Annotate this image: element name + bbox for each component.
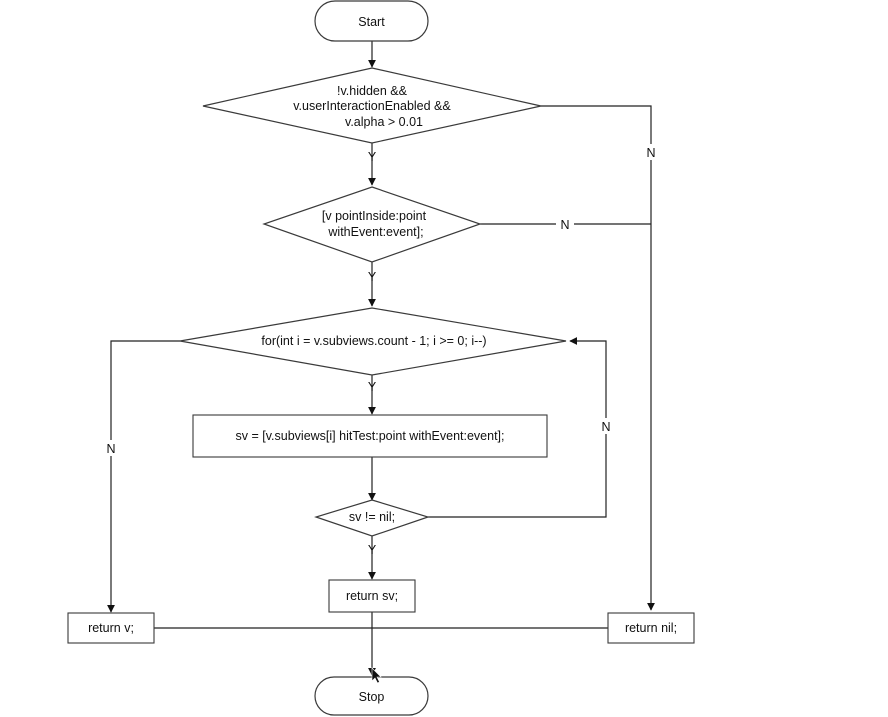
- hit-test-process: sv = [v.subviews[i] hitTest:point withEv…: [192, 414, 548, 458]
- label-no-visibility: N: [646, 146, 655, 160]
- subview-loop-label: for(int i = v.subviews.count - 1; i >= 0…: [261, 334, 486, 348]
- edge-visibility-no: [541, 105, 655, 611]
- subview-loop-decision: for(int i = v.subviews.count - 1; i >= 0…: [179, 307, 567, 376]
- return-sv-label: return sv;: [346, 589, 398, 603]
- return-v-label: return v;: [88, 621, 134, 635]
- visibility-line-1: !v.hidden &&: [337, 84, 408, 98]
- return-sv-process: return sv;: [328, 579, 416, 613]
- sv-not-nil-label: sv != nil;: [349, 510, 395, 524]
- point-inside-line-1: [v pointInside:point: [322, 209, 427, 223]
- visibility-line-3: v.alpha > 0.01: [345, 115, 423, 129]
- start-label: Start: [358, 15, 385, 29]
- label-yes-point-inside: Y: [368, 270, 377, 284]
- stop-terminal: Stop: [314, 676, 429, 716]
- label-yes-sv-check: Y: [368, 543, 377, 557]
- label-no-point-inside: N: [560, 218, 569, 232]
- label-no-loop: N: [106, 442, 115, 456]
- visibility-decision: !v.hidden && v.userInteractionEnabled &&…: [202, 67, 542, 144]
- stop-label: Stop: [359, 690, 385, 704]
- point-inside-decision: [v pointInside:point withEvent:event];: [262, 186, 482, 263]
- hit-test-label: sv = [v.subviews[i] hitTest:point withEv…: [236, 429, 505, 443]
- label-yes-loop: Y: [368, 380, 377, 394]
- label-yes-visibility: Y: [368, 150, 377, 164]
- return-nil-label: return nil;: [625, 621, 677, 635]
- return-v-process: return v;: [67, 612, 155, 644]
- edge-loop-no: [107, 340, 180, 613]
- return-nil-process: return nil;: [607, 612, 695, 644]
- mouse-cursor-icon: [371, 667, 382, 684]
- label-no-sv-check: N: [601, 420, 610, 434]
- sv-not-nil-decision: sv != nil;: [314, 499, 430, 537]
- start-terminal: Start: [314, 0, 429, 42]
- edge-labels: Y Y Y Y N N N N: [103, 144, 659, 557]
- visibility-line-2: v.userInteractionEnabled &&: [293, 99, 451, 113]
- point-inside-line-2: withEvent:event];: [327, 225, 423, 239]
